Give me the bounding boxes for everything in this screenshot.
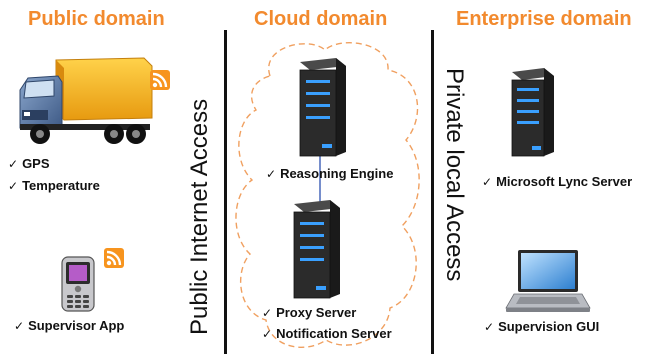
server-icon: [293, 200, 340, 299]
check-icon: ✓: [262, 327, 273, 341]
check-icon: ✓: [14, 319, 25, 333]
rss-icon: [150, 70, 170, 90]
server-link: [319, 150, 321, 204]
rss-icon: [104, 248, 124, 268]
supervision-gui-label: ✓Supervision GUI: [484, 319, 600, 334]
reasoning-engine-label: ✓Reasoning Engine: [266, 166, 394, 181]
server-icon: [299, 58, 346, 157]
check-icon: ✓: [266, 167, 277, 181]
check-icon: ✓: [8, 179, 19, 193]
cloud-boundary: [235, 42, 420, 348]
notification-server-label: ✓Notification Server: [262, 326, 392, 341]
check-icon: ✓: [482, 175, 493, 189]
gps-label: ✓GPS: [8, 156, 50, 171]
lync-server-label: ✓Microsoft Lync Server: [482, 174, 633, 189]
enterprise-domain-title: Enterprise domain: [456, 8, 632, 30]
cloud-domain-title: Cloud domain: [254, 8, 388, 30]
laptop-icon: [505, 250, 591, 312]
divider-left: [224, 30, 227, 354]
public-domain-title: Public domain: [28, 8, 165, 30]
proxy-server-label: ✓Proxy Server: [262, 305, 357, 320]
divider-right: [431, 30, 434, 354]
private-local-access-label: Private local Access: [441, 68, 468, 282]
public-internet-access-label: Public Internet Access: [186, 98, 213, 335]
check-icon: ✓: [262, 306, 273, 320]
check-icon: ✓: [484, 320, 495, 334]
supervisor-app-label: ✓Supervisor App: [14, 318, 125, 333]
check-icon: ✓: [8, 157, 19, 171]
truck-icon: [19, 57, 153, 144]
phone-icon: [61, 256, 95, 312]
temperature-label: ✓Temperature: [8, 178, 100, 193]
server-icon: [511, 68, 554, 157]
